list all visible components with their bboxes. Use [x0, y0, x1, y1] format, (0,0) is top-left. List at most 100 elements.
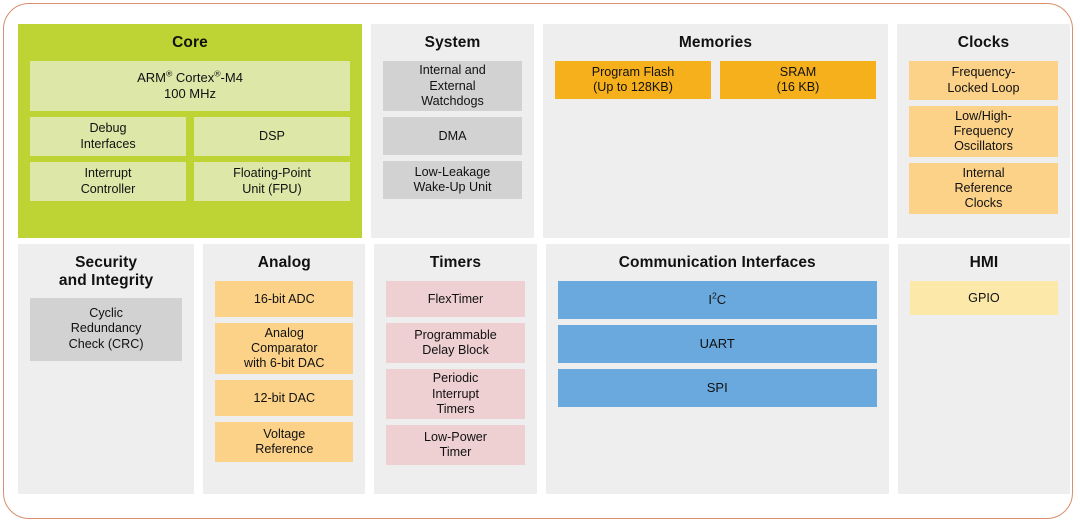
block-12-bit-dac[interactable]: 12-bit DAC: [215, 380, 354, 417]
panel-communication-title: Communication Interfaces: [618, 254, 816, 271]
block-i2c-prefix: I: [708, 292, 712, 308]
block-fpu-line2: Unit (FPU): [242, 181, 302, 196]
block-analog-comparator[interactable]: Analog Comparator with 6-bit DAC: [215, 323, 354, 375]
block-internal-reference-clocks[interactable]: Internal Reference Clocks: [909, 163, 1058, 215]
diagram-frame: Core ARM® Cortex®-M4 100 MHz Debug: [3, 3, 1073, 519]
panel-core-blocks: ARM® Cortex®-M4 100 MHz Debug Interfaces: [30, 61, 350, 202]
panel-hmi-title: HMI: [969, 254, 999, 271]
block-osc-line2: Frequency: [953, 124, 1014, 139]
block-comparator-line1: Analog: [264, 325, 304, 340]
block-sram[interactable]: SRAM (16 KB): [720, 61, 876, 100]
block-pit-line2: Interrupt: [432, 386, 479, 401]
block-lptmr-line2: Timer: [439, 445, 472, 460]
block-arm-line1-tail: -M4: [220, 70, 243, 86]
block-watchdogs-line2: External: [429, 78, 476, 93]
block-crc-line1: Cyclic: [89, 306, 123, 321]
block-dsp[interactable]: DSP: [194, 117, 350, 157]
panel-analog-blocks: 16-bit ADC Analog Comparator with 6-bit …: [215, 281, 354, 463]
block-floating-point-unit[interactable]: Floating-Point Unit (FPU): [194, 162, 350, 202]
block-i2c-suffix: C: [716, 292, 727, 308]
block-dma[interactable]: DMA: [383, 117, 522, 156]
block-fpu-line1: Floating-Point: [233, 166, 311, 181]
block-flash-line1: Program Flash: [591, 64, 675, 79]
block-gpio[interactable]: GPIO: [909, 281, 1059, 316]
block-watchdogs[interactable]: Internal and External Watchdogs: [383, 61, 522, 112]
superscript-two-icon: 2: [711, 291, 717, 302]
panel-security-and-integrity[interactable]: Security and Integrity Cyclic Redundancy…: [18, 244, 195, 494]
block-periodic-interrupt-timers[interactable]: Periodic Interrupt Timers: [386, 369, 525, 420]
core-row-2: Interrupt Controller Floating-Point Unit…: [30, 162, 350, 202]
block-dma-label: DMA: [438, 128, 467, 143]
block-interrupt-controller[interactable]: Interrupt Controller: [30, 162, 186, 202]
block-irc-line2: Reference: [954, 181, 1013, 196]
block-osc-line1: Low/High-: [955, 108, 1012, 123]
panel-hmi[interactable]: HMI GPIO: [897, 244, 1071, 494]
block-lptmr-line1: Low-Power: [424, 429, 487, 444]
panel-memories[interactable]: Memories Program Flash (Up to 128KB) SRA…: [543, 24, 888, 238]
block-arm-line2: 100 MHz: [163, 86, 217, 102]
block-flextimer[interactable]: FlexTimer: [386, 281, 525, 318]
panel-core-title: Core: [172, 34, 208, 51]
panel-communication-interfaces[interactable]: Communication Interfaces I2C UART SPI: [545, 244, 889, 494]
diagram-row-top: Core ARM® Cortex®-M4 100 MHz Debug: [18, 24, 1070, 238]
panel-clocks[interactable]: Clocks Frequency- Locked Loop Low/High- …: [897, 24, 1070, 238]
block-programmable-delay-block[interactable]: Programmable Delay Block: [386, 323, 525, 364]
block-cyclic-redundancy-check[interactable]: Cyclic Redundancy Check (CRC): [30, 297, 183, 361]
block-pdb-line1: Programmable: [414, 327, 497, 342]
block-low-leakage-wakeup-unit[interactable]: Low-Leakage Wake-Up Unit: [383, 161, 522, 200]
registered-mark-2-icon: ®: [214, 69, 221, 80]
block-16-bit-adc[interactable]: 16-bit ADC: [215, 281, 354, 318]
block-interrupt-line1: Interrupt: [84, 166, 132, 181]
mcu-block-diagram: Core ARM® Cortex®-M4 100 MHz Debug: [18, 24, 1071, 494]
block-watchdogs-line1: Internal and: [419, 63, 486, 78]
block-spi-label: SPI: [706, 380, 728, 396]
block-comparator-line2: Comparator: [251, 341, 318, 356]
block-gpio-label: GPIO: [968, 290, 1000, 305]
block-low-power-timer[interactable]: Low-Power Timer: [386, 425, 525, 466]
block-debug-interfaces[interactable]: Debug Interfaces: [30, 117, 186, 157]
block-fll-line2: Locked Loop: [947, 80, 1020, 95]
block-voltage-reference[interactable]: Voltage Reference: [215, 422, 354, 463]
block-oscillators[interactable]: Low/High- Frequency Oscillators: [909, 106, 1058, 158]
block-program-flash[interactable]: Program Flash (Up to 128KB): [555, 61, 711, 100]
panel-core[interactable]: Core ARM® Cortex®-M4 100 MHz Debug: [18, 24, 362, 238]
block-dac-label: 12-bit DAC: [253, 390, 316, 405]
panel-communication-blocks: I2C UART SPI: [557, 281, 877, 408]
diagram-row-bottom: Security and Integrity Cyclic Redundancy…: [18, 244, 1071, 494]
block-pdb-line2: Delay Block: [422, 343, 489, 358]
panel-security-title-line2: and Integrity: [58, 272, 154, 290]
block-irc-line3: Clocks: [964, 196, 1003, 211]
block-adc-label: 16-bit ADC: [253, 291, 315, 306]
panel-timers-title: Timers: [429, 254, 482, 271]
block-sram-line2: (16 KB): [776, 80, 820, 95]
block-vref-line2: Reference: [255, 442, 314, 457]
registered-mark-icon: ®: [165, 69, 173, 80]
block-uart[interactable]: UART: [557, 325, 877, 364]
panel-security-title-line1: Security: [75, 254, 138, 271]
core-row-1: Debug Interfaces DSP: [30, 117, 350, 157]
block-interrupt-line2: Controller: [80, 181, 136, 196]
block-arm-line1-mid: Cortex: [172, 70, 215, 86]
block-pit-line3: Timers: [436, 401, 475, 416]
panel-memories-blocks: Program Flash (Up to 128KB) SRAM (16 KB): [555, 61, 876, 100]
block-dsp-label: DSP: [259, 129, 285, 144]
block-debug-line1: Debug: [89, 121, 127, 136]
panel-security-title: Security and Integrity: [30, 254, 182, 291]
block-sram-line1: SRAM: [779, 64, 817, 79]
panel-system-blocks: Internal and External Watchdogs DMA Low-…: [383, 61, 522, 200]
block-frequency-locked-loop[interactable]: Frequency- Locked Loop: [909, 61, 1058, 101]
block-spi[interactable]: SPI: [557, 369, 877, 408]
block-fll-line1: Frequency-: [951, 65, 1016, 80]
block-arm-line1-pre: ARM: [137, 70, 166, 86]
block-i2c[interactable]: I2C: [557, 281, 877, 320]
panel-system[interactable]: System Internal and External Watchdogs D…: [371, 24, 534, 238]
block-uart-label: UART: [699, 336, 735, 352]
block-vref-line1: Voltage: [263, 426, 306, 441]
panel-timers[interactable]: Timers FlexTimer Programmable Delay Bloc…: [374, 244, 537, 494]
panel-analog[interactable]: Analog 16-bit ADC Analog Comparator with…: [203, 244, 366, 494]
panel-clocks-blocks: Frequency- Locked Loop Low/High- Frequen…: [909, 61, 1058, 215]
block-watchdogs-line3: Watchdogs: [421, 93, 484, 108]
block-debug-line2: Interfaces: [80, 136, 136, 151]
block-arm-cortex-m4[interactable]: ARM® Cortex®-M4 100 MHz: [30, 61, 350, 112]
block-comparator-line3: with 6-bit DAC: [244, 356, 325, 371]
